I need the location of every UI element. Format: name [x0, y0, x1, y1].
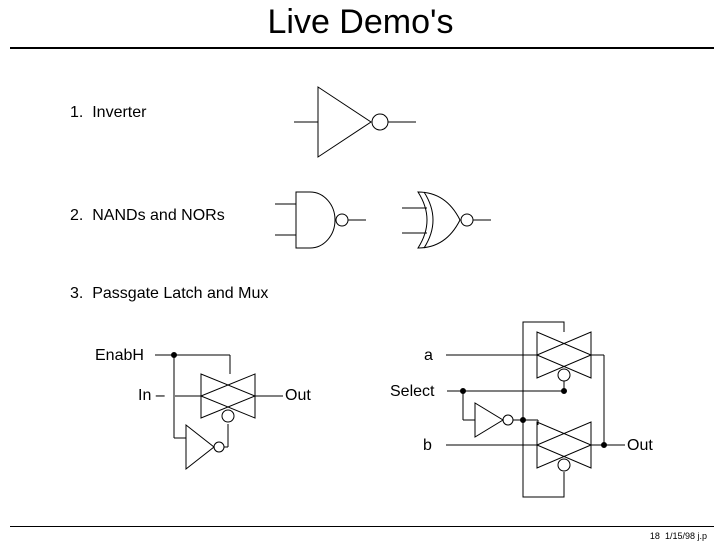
mux-b-label: b: [423, 437, 432, 454]
inverter-symbol: [294, 86, 416, 158]
item-number: 3.: [70, 285, 84, 302]
item-text: Passgate Latch and Mux: [92, 285, 269, 302]
slide-number: 18: [649, 531, 660, 541]
item-number: 1.: [70, 104, 84, 121]
nand-gate-symbol: [275, 191, 366, 249]
latch-enable-label: EnabH: [95, 347, 144, 364]
title-divider: [10, 47, 714, 49]
item-text: NANDs and NORs: [92, 207, 225, 224]
slide-date-author: 1/15/98 j.p: [664, 531, 707, 541]
mux-symbol: [446, 321, 625, 498]
list-item-latch-mux: 3. Passgate Latch and Mux: [70, 284, 268, 304]
footer-divider: [10, 526, 714, 527]
passgate-latch-symbol: [155, 352, 283, 471]
slide-title: Live Demo's: [267, 3, 454, 41]
slide-footer: 18 1/15/98 j.p: [650, 530, 707, 542]
list-item-nands-nors: 2. NANDs and NORs: [70, 206, 225, 226]
latch-input-label: In –: [138, 387, 165, 404]
list-item-inverter: 1. Inverter: [70, 103, 146, 123]
latch-output-label: Out: [285, 387, 311, 404]
item-text: Inverter: [92, 104, 147, 121]
mux-select-label: Select: [390, 383, 435, 400]
item-number: 2.: [70, 207, 84, 224]
mux-output-label: Out: [627, 437, 653, 454]
mux-a-label: a: [424, 347, 433, 364]
nor-gate-symbol: [402, 191, 491, 249]
